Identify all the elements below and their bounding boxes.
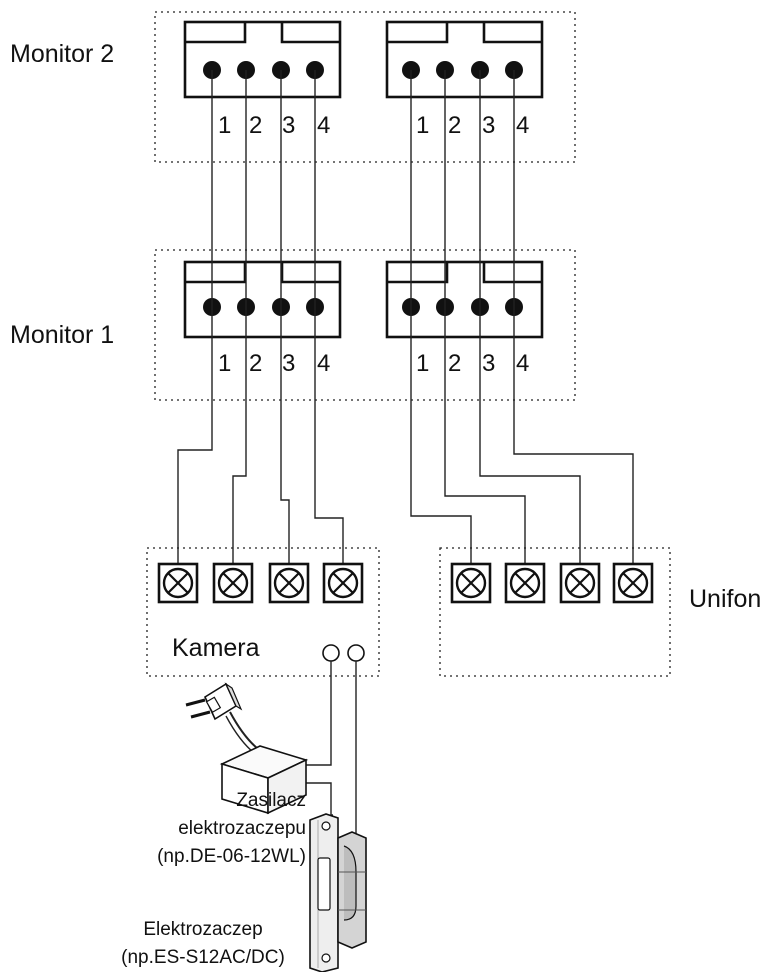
pin-number: 1 [416, 112, 429, 139]
camera-enclosure [146, 547, 380, 677]
pin-number: 2 [448, 350, 461, 377]
screw-terminal [504, 562, 546, 604]
pin-number: 1 [218, 350, 231, 377]
camera-wires [177, 307, 344, 572]
power-supply-label: Zasilacz [236, 790, 306, 811]
intercom-label: Unifon [689, 585, 761, 613]
pin-number: 2 [249, 350, 262, 377]
pin-number: 3 [282, 112, 295, 139]
monitor-link-wires [211, 70, 515, 307]
pin-number: 1 [416, 350, 429, 377]
intercom-enclosure [439, 547, 671, 677]
pin-number: 3 [482, 350, 495, 377]
power-supply-label: elektrozaczepu [178, 818, 306, 839]
monitor1-label: Monitor 1 [10, 321, 114, 349]
screw-terminal [612, 562, 654, 604]
screw-terminal [268, 562, 310, 604]
pin-number: 4 [317, 112, 330, 139]
power-supply-label: (np.DE-06-12WL) [157, 846, 306, 867]
power-supply-icon [185, 682, 309, 815]
pin-number: 2 [249, 112, 262, 139]
pin-number: 4 [516, 350, 529, 377]
camera-label: Kamera [172, 634, 260, 662]
pin-number: 3 [482, 112, 495, 139]
pin-number: 3 [282, 350, 295, 377]
camera-terminals [157, 562, 364, 604]
door-strike-label: Elektrozaczep [143, 919, 262, 940]
pin-number: 2 [448, 112, 461, 139]
lock-wires [300, 661, 357, 839]
pin-number: 1 [218, 112, 231, 139]
screw-terminal [212, 562, 254, 604]
screw-terminal [322, 562, 364, 604]
door-strike-label: (np.ES-S12AC/DC) [121, 947, 285, 968]
pin-number: 4 [516, 112, 529, 139]
monitor2-label: Monitor 2 [10, 40, 114, 68]
intercom-wires [410, 307, 634, 572]
door-strike-icon [309, 813, 367, 972]
screw-terminal [450, 562, 492, 604]
lock-terminal-icon [347, 644, 365, 662]
screw-terminal [559, 562, 601, 604]
screw-terminal [157, 562, 199, 604]
pin-number: 4 [317, 350, 330, 377]
monitor1-right-connector [385, 260, 544, 339]
monitor2-left-connector [183, 20, 342, 99]
lock-terminal-icon [322, 644, 340, 662]
intercom-terminals [450, 562, 654, 604]
monitor2-enclosure [154, 11, 576, 163]
monitor1-left-connector [183, 260, 342, 339]
monitor2-right-connector [385, 20, 544, 99]
monitor1-enclosure [154, 249, 576, 401]
